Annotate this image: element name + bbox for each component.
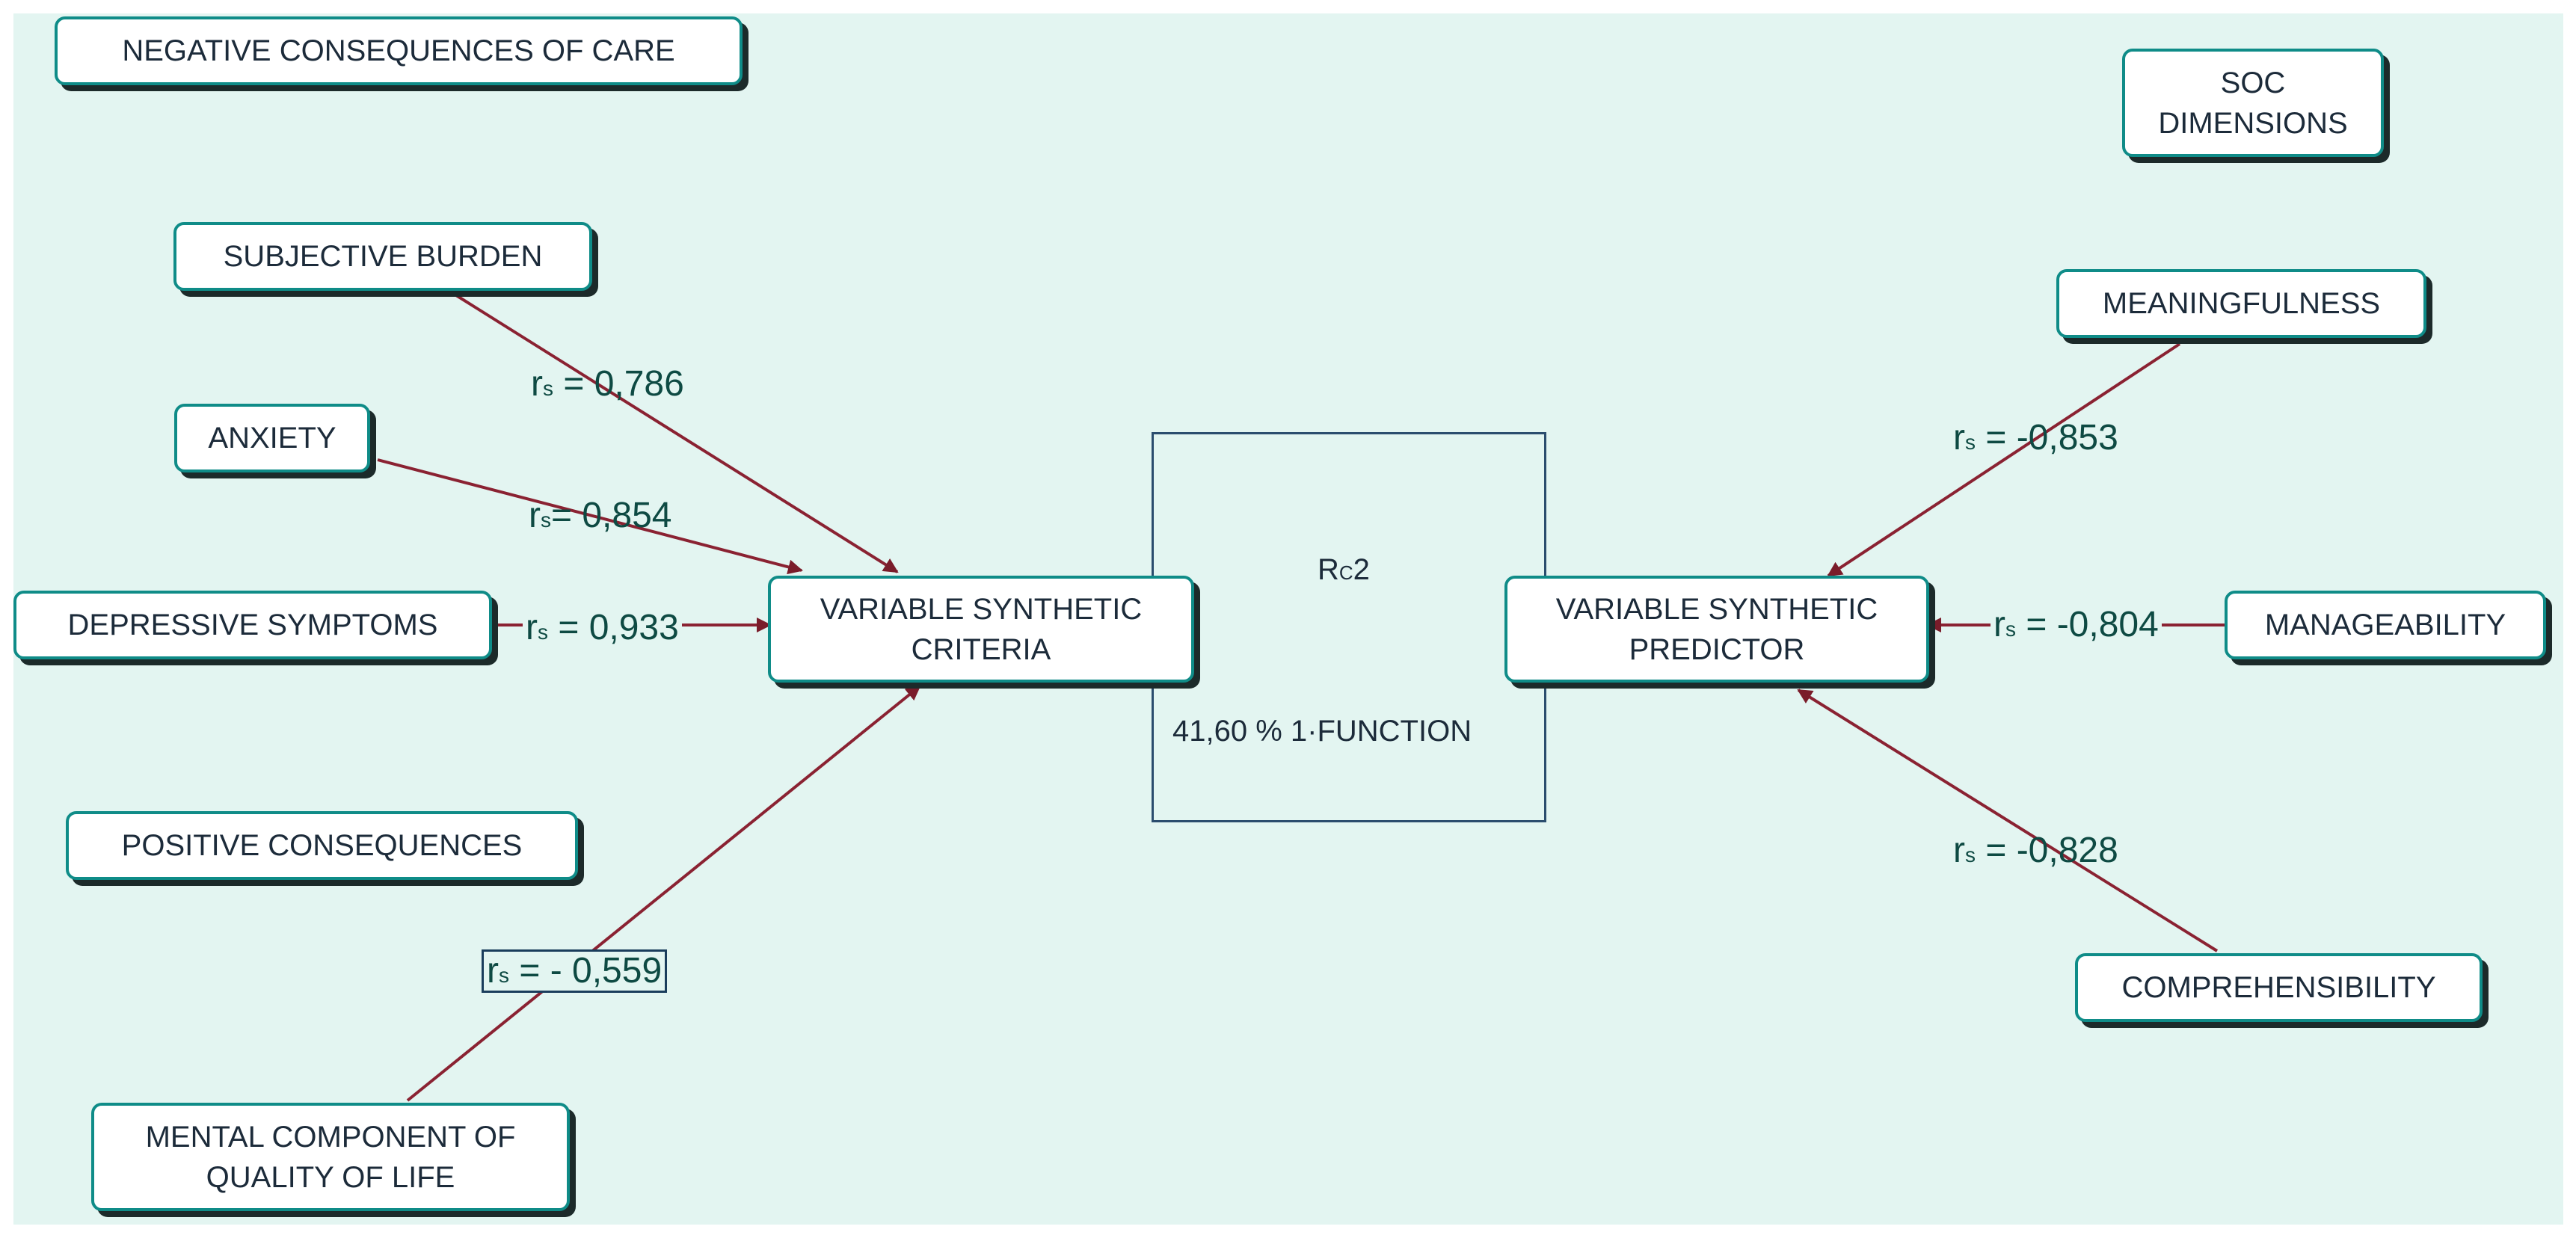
node-depressive-symptoms: DEPRESSIVE SYMPTOMS	[13, 591, 492, 659]
arrow-meaningfulness	[1827, 342, 2181, 577]
node-mental-component: MENTAL COMPONENT OF QUALITY OF LIFE	[91, 1103, 570, 1211]
arrow-subjective-burden	[455, 294, 899, 573]
coef-subjective-burden: rs = 0,786	[531, 364, 684, 404]
node-comprehensibility: COMPREHENSIBILITY	[2075, 953, 2483, 1022]
function-percentage: 41,60 % 1·FUNCTION	[1172, 715, 1472, 748]
coef-mental: rs = - 0,559	[482, 949, 668, 993]
canonical-correlation-box	[1152, 432, 1546, 822]
node-variable-synthetic-predictor: VARIABLE SYNTHETIC PREDICTOR	[1504, 576, 1929, 683]
arrow-mental	[406, 685, 921, 1102]
coef-manageability: rs = -0,804	[1991, 606, 2162, 644]
coef-comprehensibility: rs = -0,828	[1953, 831, 2118, 870]
node-negative-consequences: NEGATIVE CONSEQUENCES OF CARE	[55, 16, 743, 85]
arrow-comprehensibility	[1797, 689, 2219, 952]
node-meaningfulness: MEANINGFULNESS	[2056, 269, 2426, 338]
arrow-anxiety	[377, 458, 803, 575]
coef-anxiety: rs= 0,854	[529, 496, 672, 535]
node-anxiety: ANXIETY	[174, 404, 370, 472]
node-soc-dimensions: SOC DIMENSIONS	[2122, 49, 2384, 157]
coef-depressive: rs = 0,933	[523, 609, 682, 647]
coef-meaningfulness: rs = -0,853	[1953, 418, 2118, 458]
node-variable-synthetic-criteria: VARIABLE SYNTHETIC CRITERIA	[768, 576, 1194, 683]
node-manageability: MANAGEABILITY	[2225, 591, 2546, 659]
node-positive-consequences: POSITIVE CONSEQUENCES	[66, 811, 578, 880]
node-subjective-burden: SUBJECTIVE BURDEN	[173, 222, 592, 291]
rc2-label: RC2	[1318, 553, 1370, 586]
